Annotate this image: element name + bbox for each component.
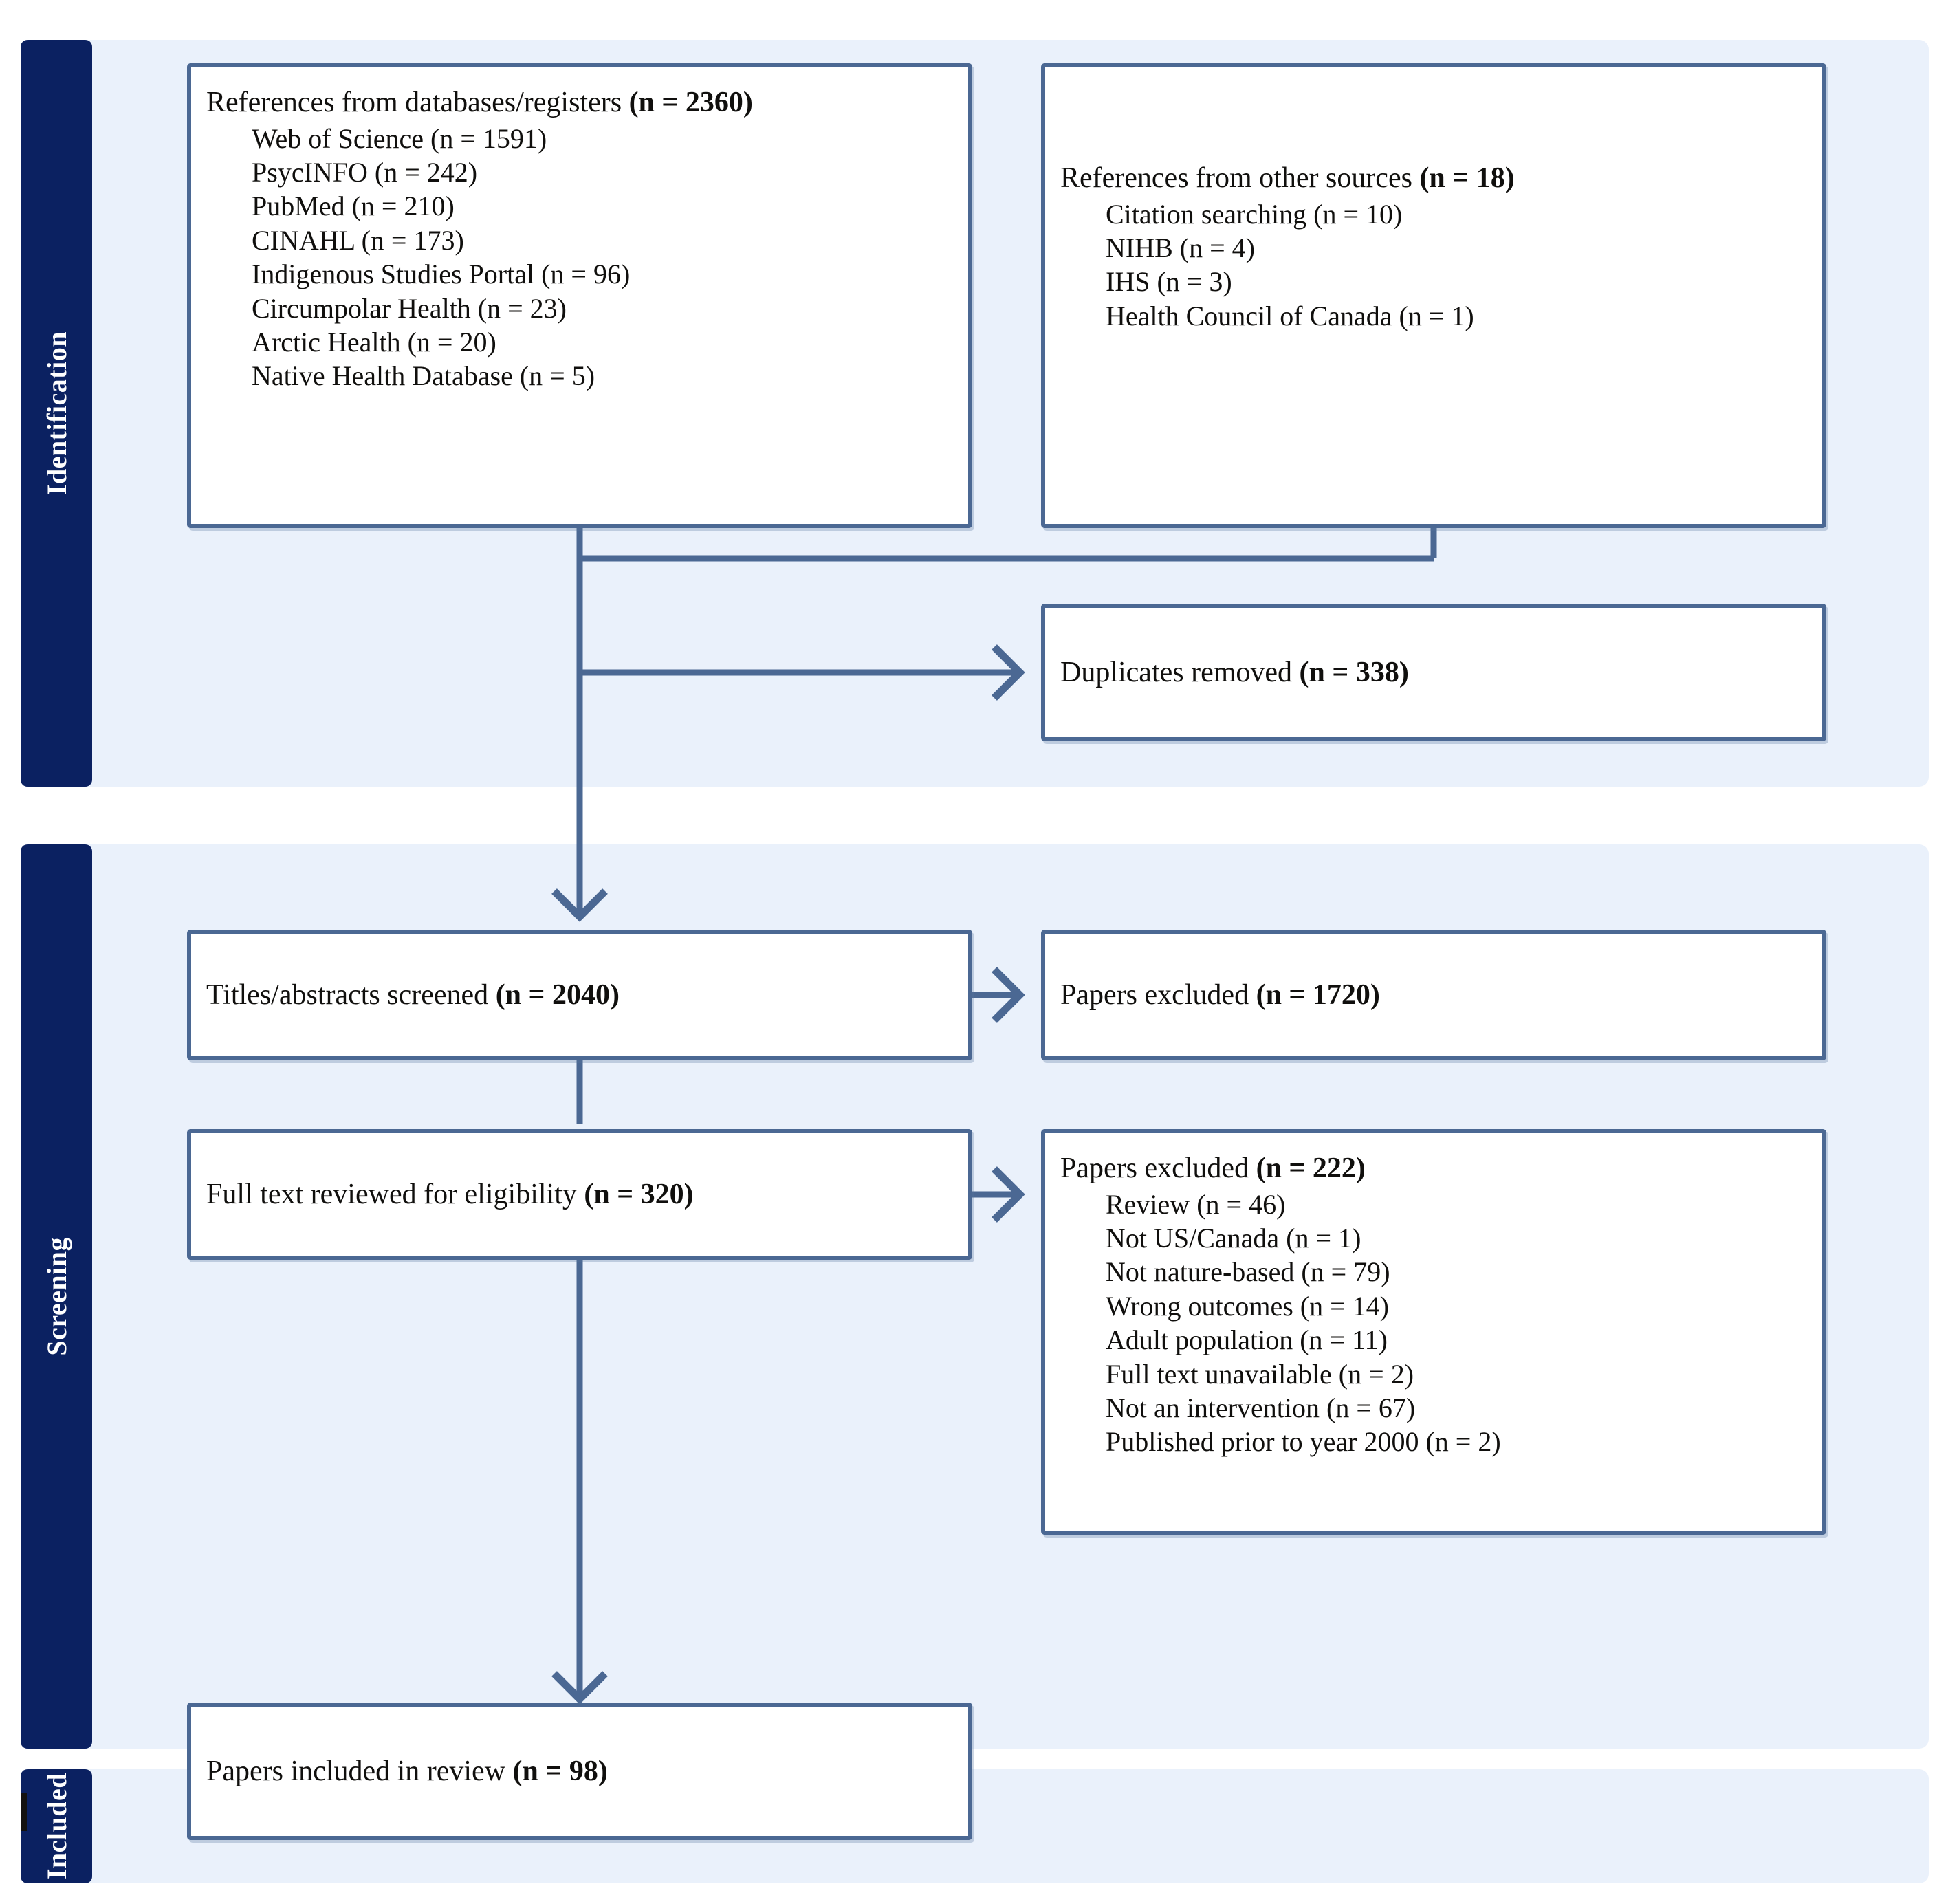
list-item: Native Health Database (n = 5) <box>252 360 595 392</box>
node-full-text-reviewed: Full text reviewed for eligibility (n = … <box>187 1129 972 1260</box>
list-item: Not US/Canada (n = 1) <box>1106 1222 1361 1254</box>
node-databases-headline-count: (n = 2360) <box>628 87 753 118</box>
node-fulltext-headline-text: Full text reviewed for eligibility <box>206 1178 584 1210</box>
node-excl1720-headline: Papers excluded (n = 1720) <box>1060 976 1807 1014</box>
node-excl222-headline-count: (n = 222) <box>1256 1152 1366 1184</box>
node-papers-included-in-review: Papers included in review (n = 98) <box>187 1703 972 1840</box>
node-included-headline-text: Papers included in review <box>206 1755 513 1787</box>
node-screened-headline-count: (n = 2040) <box>495 978 620 1011</box>
node-duplicates-headline-text: Duplicates removed <box>1060 656 1300 688</box>
list-item: NIHB (n = 4) <box>1106 232 1255 263</box>
list-item: Health Council of Canada (n = 1) <box>1106 300 1474 331</box>
node-duplicates-removed: Duplicates removed (n = 338) <box>1041 604 1826 741</box>
node-duplicates-headline: Duplicates removed (n = 338) <box>1060 654 1807 692</box>
node-fulltext-headline: Full text reviewed for eligibility (n = … <box>206 1176 953 1214</box>
node-references-from-other-sources: References from other sources (n = 18) C… <box>1041 63 1826 528</box>
node-included-headline-count: (n = 98) <box>512 1755 608 1787</box>
node-excl1720-headline-text: Papers excluded <box>1060 978 1256 1011</box>
node-papers-excluded-eligibility: Papers excluded (n = 222) Review (n = 46… <box>1041 1129 1826 1535</box>
node-excl222-list: Review (n = 46) Not US/Canada (n = 1) No… <box>1060 1188 1807 1459</box>
list-item: Full text unavailable (n = 2) <box>1106 1358 1414 1390</box>
list-item: Not an intervention (n = 67) <box>1106 1392 1416 1423</box>
node-other-list: Citation searching (n = 10) NIHB (n = 4)… <box>1060 197 1807 333</box>
node-other-headline-text: References from other sources <box>1060 162 1420 194</box>
included-tick-mark <box>21 1793 27 1831</box>
node-excl1720-headline-count: (n = 1720) <box>1256 978 1380 1011</box>
list-item: PubMed (n = 210) <box>252 190 455 222</box>
list-item: Review (n = 46) <box>1106 1188 1286 1220</box>
list-item: Not nature-based (n = 79) <box>1106 1256 1390 1288</box>
list-item: Wrong outcomes (n = 14) <box>1106 1290 1389 1322</box>
list-item: Circumpolar Health (n = 23) <box>252 292 567 324</box>
node-excl222-headline: Papers excluded (n = 222) <box>1060 1150 1807 1188</box>
node-screened-headline: Titles/abstracts screened (n = 2040) <box>206 976 953 1014</box>
node-databases-headline-text: References from databases/registers <box>206 87 629 118</box>
list-item: Web of Science (n = 1591) <box>252 122 547 154</box>
stage-label-included-text: Included <box>41 1773 72 1880</box>
stage-label-included: Included <box>21 1769 92 1883</box>
node-excl222-headline-text: Papers excluded <box>1060 1152 1256 1184</box>
node-included-headline: Papers included in review (n = 98) <box>206 1753 953 1791</box>
node-duplicates-headline-count: (n = 338) <box>1299 656 1409 688</box>
list-item: Citation searching (n = 10) <box>1106 198 1403 230</box>
node-screened-headline-text: Titles/abstracts screened <box>206 978 496 1011</box>
node-databases-list: Web of Science (n = 1591) PsycINFO (n = … <box>206 122 953 393</box>
node-titles-abstracts-screened: Titles/abstracts screened (n = 2040) <box>187 930 972 1060</box>
list-item: IHS (n = 3) <box>1106 266 1232 298</box>
list-item: Adult population (n = 11) <box>1106 1324 1388 1356</box>
node-references-from-databases: References from databases/registers (n =… <box>187 63 972 528</box>
stage-label-identification: Identification <box>21 40 92 787</box>
list-item: Published prior to year 2000 (n = 2) <box>1106 1426 1501 1458</box>
list-item: CINAHL (n = 173) <box>252 224 464 256</box>
stage-label-screening-text: Screening <box>41 1237 72 1356</box>
node-databases-headline: References from databases/registers (n =… <box>206 84 953 122</box>
list-item: PsycINFO (n = 242) <box>252 156 478 188</box>
list-item: Arctic Health (n = 20) <box>252 326 496 358</box>
stage-label-identification-text: Identification <box>41 331 72 496</box>
stage-label-screening: Screening <box>21 844 92 1749</box>
list-item: Indigenous Studies Portal (n = 96) <box>252 259 631 290</box>
node-other-headline: References from other sources (n = 18) <box>1060 160 1807 197</box>
node-fulltext-headline-count: (n = 320) <box>584 1178 694 1210</box>
node-other-headline-count: (n = 18) <box>1419 162 1515 194</box>
node-papers-excluded-screening: Papers excluded (n = 1720) <box>1041 930 1826 1060</box>
